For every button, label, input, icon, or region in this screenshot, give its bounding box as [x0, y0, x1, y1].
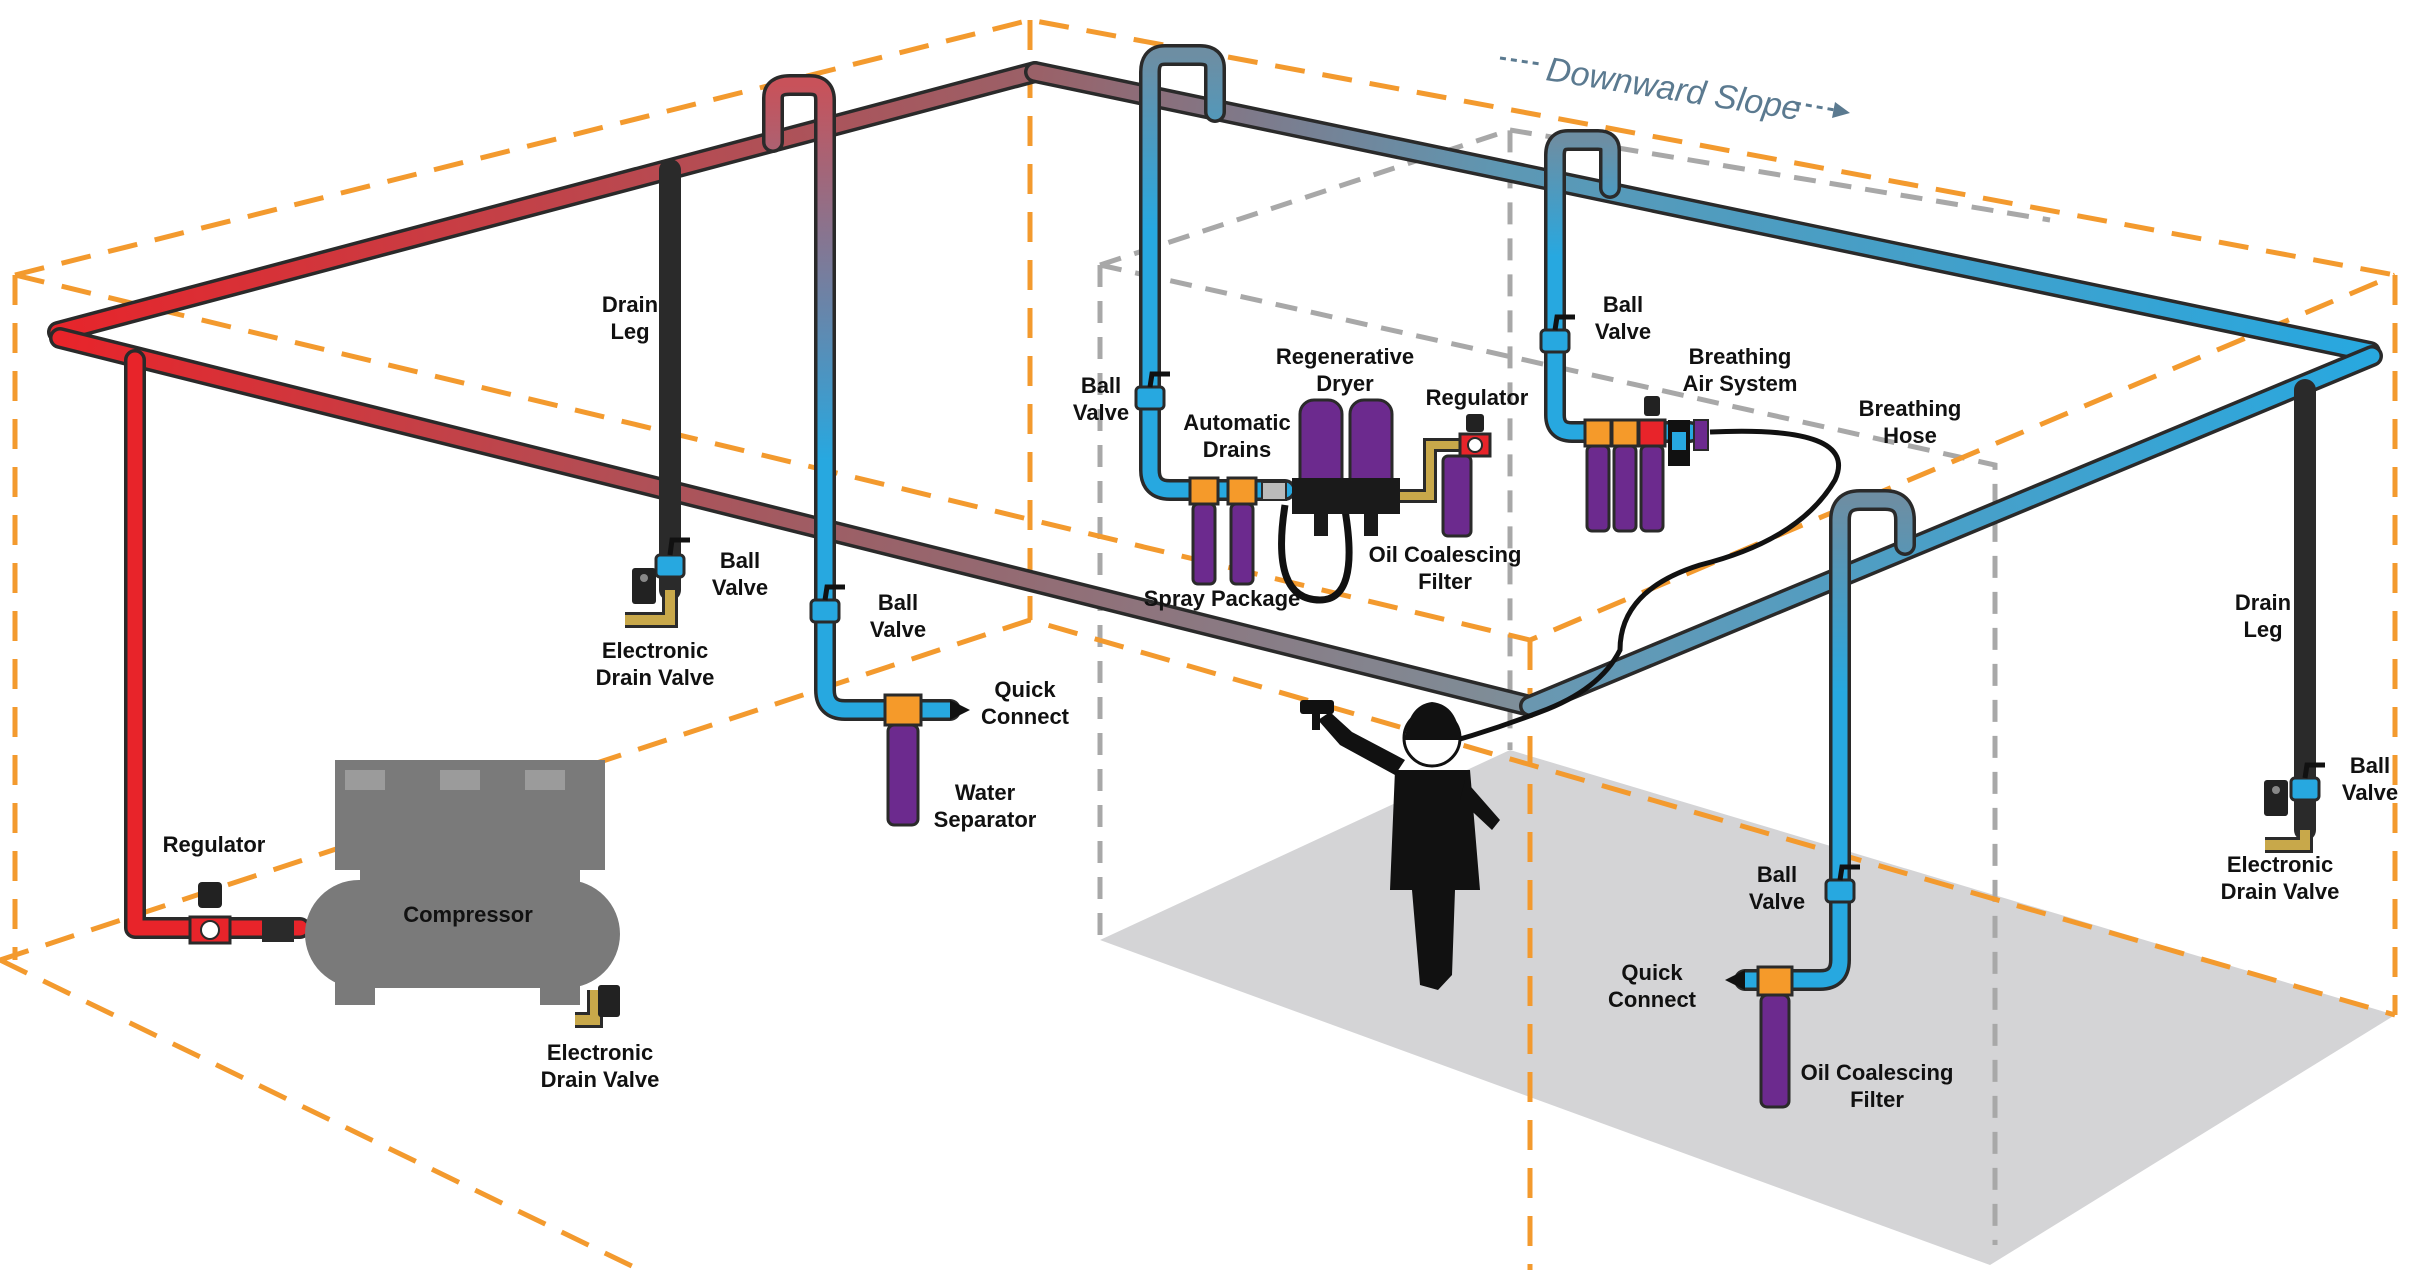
label-electronic-drain-2b: Drain Valve [541, 1067, 660, 1092]
quick-connect-icon[interactable] [1725, 970, 1745, 990]
label-ball-valve-6b: Valve [1749, 889, 1805, 914]
quick-connect-icon[interactable] [950, 700, 970, 720]
dryer-icon [1292, 398, 1400, 536]
room-outline [0, 17, 2398, 1273]
ball-valve-icon[interactable] [2289, 762, 2325, 802]
label-quick-connect-1a: Quick [994, 677, 1056, 702]
label-breathing-hose-b: Hose [1883, 423, 1937, 448]
drop-booth-filter [1734, 489, 1916, 991]
label-oil-coalescing-1a: Oil Coalescing [1369, 542, 1522, 567]
label-spray-package: Spray Package [1144, 586, 1301, 611]
label-breathing-hose-a: Breathing [1859, 396, 1962, 421]
regulator-icon[interactable] [188, 882, 294, 945]
dryer-outlet-pipe [1400, 438, 1460, 503]
label-electronic-drain-3a: Electronic [2227, 852, 2333, 877]
label-ball-valve-5b: Valve [2342, 780, 2398, 805]
breathing-air-filters [1583, 396, 1709, 533]
label-compressor: Compressor [403, 902, 533, 927]
regulator-icon[interactable] [1458, 414, 1492, 458]
filter-icon [1756, 965, 1794, 1109]
drop-breathing-air [1544, 129, 1701, 443]
drop-spray-package [1139, 44, 1296, 501]
label-ball-valve-1a: Ball [720, 548, 760, 573]
ball-valve-icon[interactable] [1539, 314, 1575, 354]
main-air-loop [47, 61, 2383, 717]
label-oil-coalescing-2b: Filter [1850, 1087, 1904, 1112]
label-quick-connect-2a: Quick [1621, 960, 1683, 985]
spray-package-filters [1188, 476, 1287, 586]
label-oil-coalescing-1b: Filter [1418, 569, 1472, 594]
label-ball-valve-6a: Ball [1757, 862, 1797, 887]
label-ball-valve-5a: Ball [2350, 753, 2390, 778]
label-oil-coalescing-2a: Oil Coalescing [1801, 1060, 1954, 1085]
label-ball-valve-1b: Valve [712, 575, 768, 600]
ball-valve-icon[interactable] [1824, 864, 1860, 904]
compressor-supply-pipe [124, 349, 311, 939]
label-breathing-air-a: Breathing [1689, 344, 1792, 369]
label-drain-leg-left-1: Drain [602, 292, 658, 317]
label-ball-valve-4a: Ball [1603, 292, 1643, 317]
filter-icon [883, 693, 923, 827]
downward-slope-indicator: Downward Slope [1499, 50, 1850, 128]
drain-valve-icon[interactable] [625, 568, 678, 628]
ball-valve-icon[interactable] [809, 584, 845, 624]
label-ball-valve-2a: Ball [878, 590, 918, 615]
label-regenerative-dryer-a: Regenerative [1276, 344, 1414, 369]
label-regenerative-dryer-b: Dryer [1316, 371, 1374, 396]
label-breathing-air-b: Air System [1683, 371, 1798, 396]
label-electronic-drain-3b: Drain Valve [2221, 879, 2340, 904]
drop-water-separator [762, 74, 961, 721]
breathing-hose [1419, 428, 1842, 753]
label-water-separator-b: Separator [934, 807, 1037, 832]
label-ball-valve-3a: Ball [1081, 373, 1121, 398]
label-water-separator-a: Water [955, 780, 1016, 805]
filter-icon [1441, 454, 1473, 538]
automatic-drain-hose [1278, 504, 1353, 604]
label-regulator-dryer: Regulator [1426, 385, 1529, 410]
painter-icon [1300, 700, 1500, 990]
drain-valve-icon[interactable] [575, 985, 620, 1028]
label-automatic-drains-b: Drains [1203, 437, 1271, 462]
compressor-icon [305, 760, 620, 1005]
label-ball-valve-3b: Valve [1073, 400, 1129, 425]
label-regulator-compressor: Regulator [163, 832, 266, 857]
ball-valve-icon[interactable] [654, 537, 690, 579]
ball-valve-icon[interactable] [1134, 371, 1170, 411]
label-ball-valve-4b: Valve [1595, 319, 1651, 344]
slope-label: Downward Slope [1544, 50, 1804, 128]
label-electronic-drain-1a: Electronic [602, 638, 708, 663]
label-electronic-drain-2a: Electronic [547, 1040, 653, 1065]
label-drain-leg-right-2: Leg [2243, 617, 2282, 642]
label-drain-leg-right-1: Drain [2235, 590, 2291, 615]
label-drain-leg-left-2: Leg [610, 319, 649, 344]
label-automatic-drains-a: Automatic [1183, 410, 1291, 435]
label-quick-connect-1b: Connect [981, 704, 1070, 729]
label-electronic-drain-1b: Drain Valve [596, 665, 715, 690]
drain-valve-icon[interactable] [2264, 780, 2313, 853]
label-quick-connect-2b: Connect [1608, 987, 1697, 1012]
label-ball-valve-2b: Valve [870, 617, 926, 642]
